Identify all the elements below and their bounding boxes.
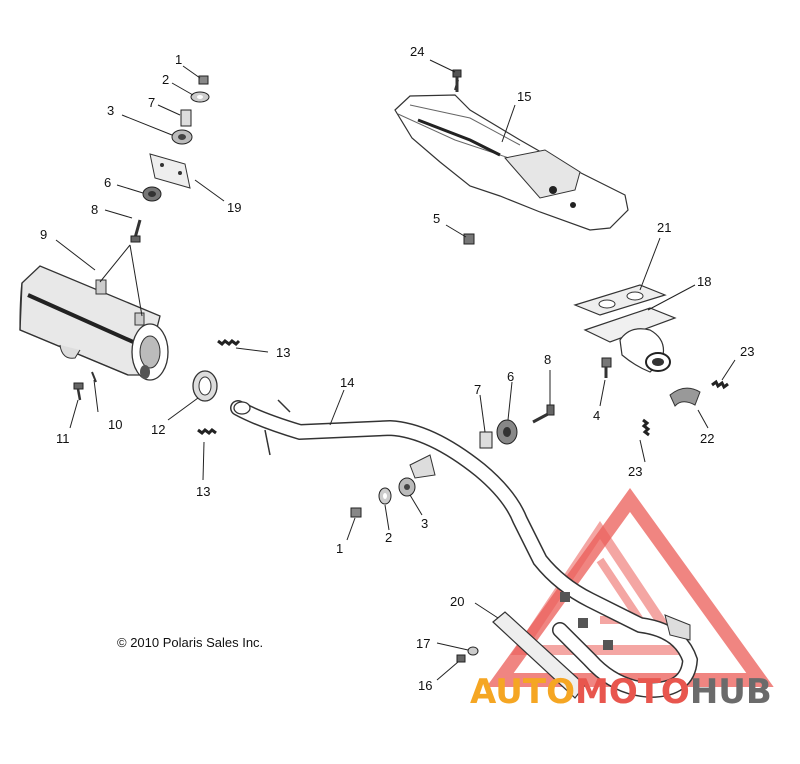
bracket-19 [149, 153, 191, 189]
callout-4: 4 [593, 408, 600, 423]
spring-23b [641, 418, 651, 437]
washer-2-upper [190, 91, 210, 103]
spacer-7-lower [479, 431, 493, 449]
callout-10: 10 [108, 417, 122, 432]
gasket-21 [573, 284, 667, 316]
copyright-notice: © 2010 Polaris Sales Inc. [117, 635, 264, 650]
callout-14: 14 [340, 375, 354, 390]
callout-6-lower: 6 [507, 369, 514, 384]
callout-12: 12 [151, 422, 165, 437]
watermark-text: AUTOMOTOHUB [470, 672, 772, 712]
grommet-6-lower [496, 419, 518, 445]
washer-3-lower [398, 477, 416, 497]
spring-13a [217, 339, 241, 346]
callout-1-lower: 1 [336, 541, 343, 556]
watermark-auto: AUTO [470, 672, 575, 712]
callout-17: 17 [416, 636, 430, 651]
bolt-8-upper [130, 219, 142, 243]
callout-21: 21 [657, 220, 671, 235]
bolt-8-lower [532, 404, 555, 424]
callout-labels: 1 2 7 3 6 19 8 9 10 11 12 13 13 24 15 5 … [40, 44, 754, 693]
callout-23-lower: 23 [628, 464, 642, 479]
callout-16: 16 [418, 678, 432, 693]
callout-18: 18 [697, 274, 711, 289]
nut-5 [463, 233, 475, 245]
heat-shield [394, 79, 629, 231]
callout-9: 9 [40, 227, 47, 242]
flange-18 [583, 307, 677, 373]
callout-7-upper: 7 [148, 95, 155, 110]
callout-3-upper: 3 [107, 103, 114, 118]
callout-13-lower: 13 [196, 484, 210, 499]
watermark-hub: HUB [689, 672, 772, 712]
callout-11: 11 [56, 431, 70, 446]
callout-2-upper: 2 [162, 72, 169, 87]
bolt-24 [452, 69, 462, 92]
gasket-12 [192, 370, 218, 402]
bracket-20 [492, 611, 586, 699]
callout-20: 20 [450, 594, 464, 609]
callout-15: 15 [517, 89, 531, 104]
seal-22 [669, 387, 701, 407]
washer-2-lower [378, 487, 392, 505]
callout-8-lower: 8 [544, 352, 551, 367]
spring-13b [197, 428, 217, 435]
callout-2-lower: 2 [385, 530, 392, 545]
nut-1-lower [350, 507, 362, 518]
washer-17 [467, 646, 479, 656]
bolt-16 [456, 654, 466, 663]
pin-10 [91, 371, 97, 383]
nut-1-upper [198, 75, 209, 85]
muffler-9 [19, 265, 169, 381]
spacer-7-upper [180, 109, 192, 127]
callout-22: 22 [700, 431, 714, 446]
exhaust-pipe-14 [230, 399, 699, 699]
callout-7-lower: 7 [474, 382, 481, 397]
grommet-6-upper [142, 186, 162, 202]
watermark-moto: MOTO [574, 672, 690, 712]
stud-4 [601, 357, 612, 378]
callout-13-upper: 13 [276, 345, 290, 360]
callout-1-upper: 1 [175, 52, 182, 67]
callout-6-upper: 6 [104, 175, 111, 190]
callout-8-upper: 8 [91, 202, 98, 217]
callout-3-lower: 3 [421, 516, 428, 531]
leader-lines [55, 59, 736, 681]
bolt-11 [73, 382, 84, 401]
callout-23-right: 23 [740, 344, 754, 359]
spring-23a [711, 379, 729, 390]
washer-3-upper [171, 129, 193, 145]
callout-5: 5 [433, 211, 440, 226]
callout-24: 24 [410, 44, 424, 59]
callout-19: 19 [227, 200, 241, 215]
